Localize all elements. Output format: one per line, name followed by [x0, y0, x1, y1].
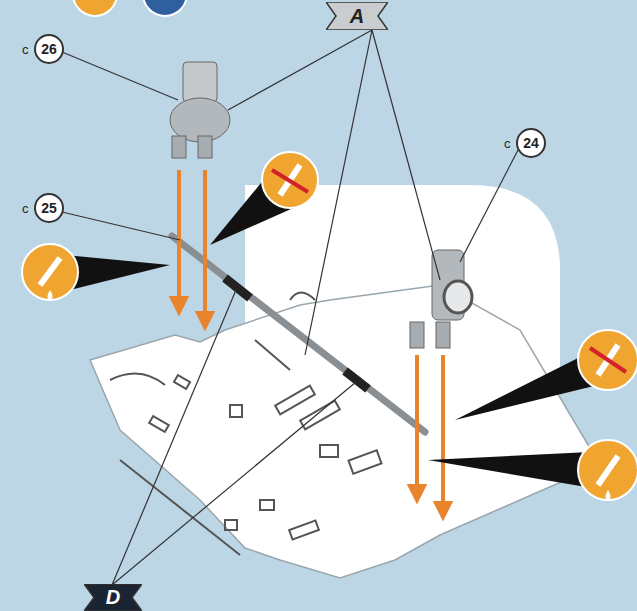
- part-prefix: c: [22, 42, 29, 57]
- base-plate: [90, 285, 600, 578]
- callout-icon: [210, 152, 318, 245]
- callout-icon: [455, 330, 637, 420]
- callout-number: 26: [41, 41, 57, 57]
- part-prefix: c: [504, 136, 511, 151]
- callout-number: 25: [41, 200, 57, 216]
- rod-collar: [345, 371, 368, 389]
- flag-letter: A: [350, 5, 364, 28]
- bracket-part: [410, 250, 472, 348]
- icon-fragment: [73, 0, 117, 16]
- leader-lines: [62, 30, 518, 585]
- callout-number: c24: [516, 128, 546, 158]
- callout-number: c26: [34, 34, 64, 64]
- flag-marker: D: [84, 584, 142, 611]
- plate-slots: [110, 293, 381, 556]
- part-prefix: c: [22, 201, 29, 216]
- callout-icon: [428, 440, 637, 500]
- flag-letter: D: [106, 586, 120, 609]
- callout-icon: [22, 244, 170, 300]
- callout-number: c25: [34, 193, 64, 223]
- axle-rod: [172, 236, 425, 432]
- icon-fragment: [143, 0, 187, 16]
- callout-number: 24: [523, 135, 539, 151]
- flag-marker: A: [326, 2, 388, 30]
- rod-collar: [225, 278, 250, 298]
- bracket-part: [170, 62, 230, 158]
